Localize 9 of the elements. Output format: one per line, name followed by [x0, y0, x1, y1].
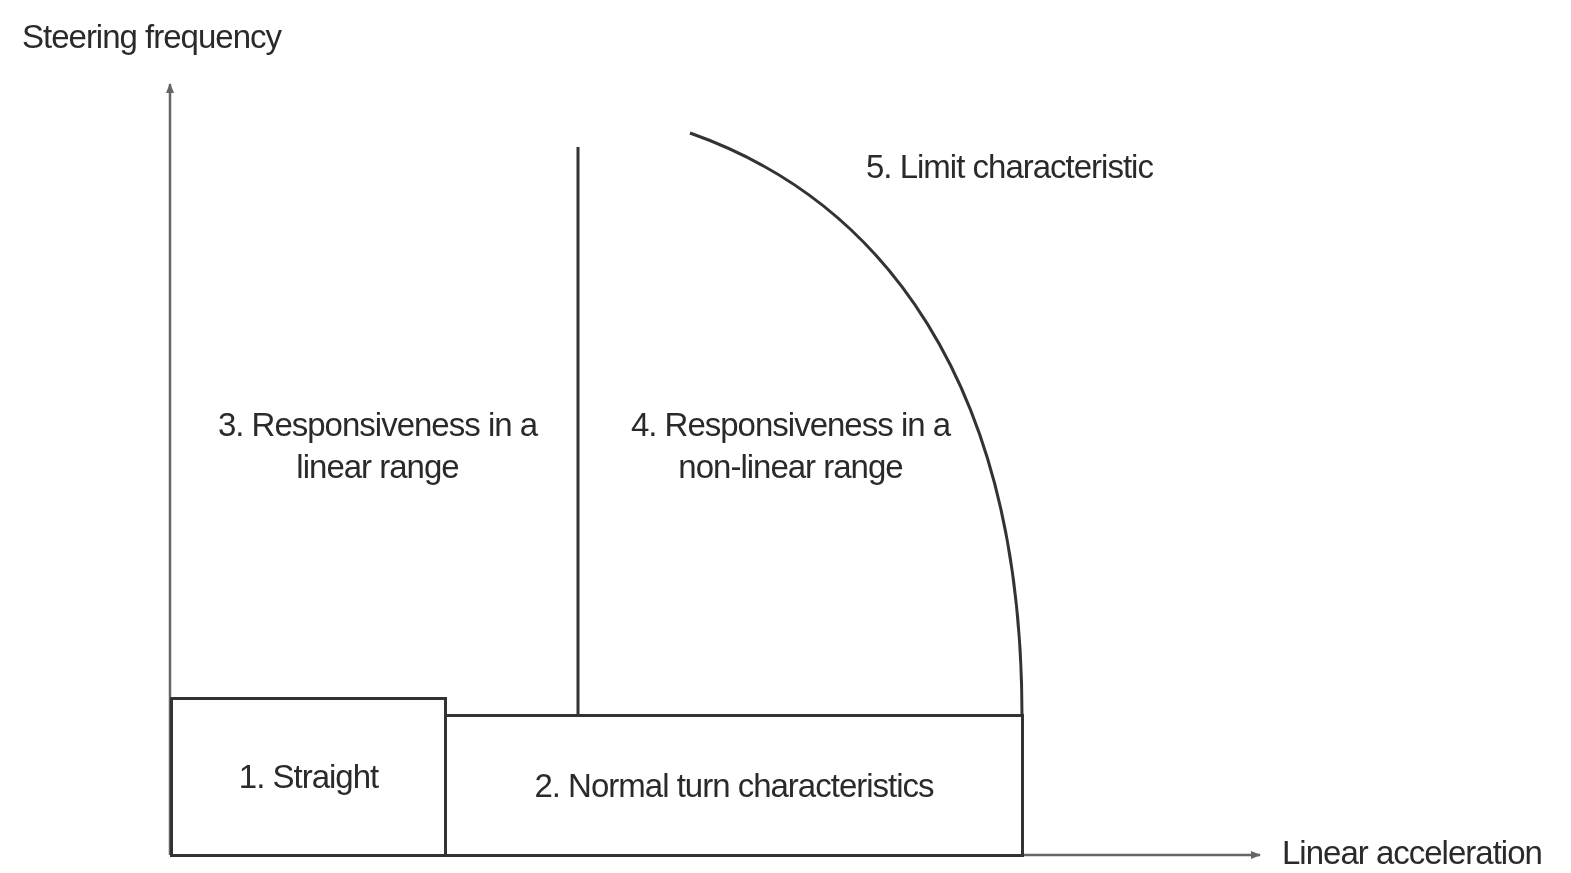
- axis-title: Linear acceleration: [1282, 833, 1543, 873]
- region-label: 5. Limit characteristic: [866, 147, 1154, 187]
- axis-title: Steering frequency: [22, 17, 283, 57]
- region-label: 3. Responsiveness in a linear range: [216, 405, 539, 487]
- region-box: [444, 714, 1024, 857]
- region-label: 1. Straight: [238, 758, 379, 796]
- region-label: 4. Responsiveness in a non-linear range: [629, 405, 952, 487]
- region-label: 2. Normal turn characteristics: [534, 766, 934, 805]
- region-box: [170, 697, 447, 857]
